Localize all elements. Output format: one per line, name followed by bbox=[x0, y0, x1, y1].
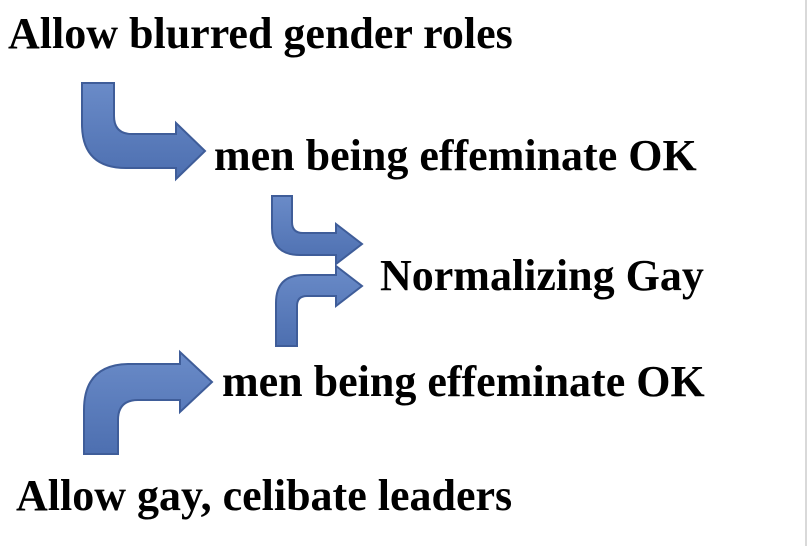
bent-arrow-up-right-4 bbox=[83, 349, 214, 455]
bottom-label: Allow gay, celibate leaders bbox=[16, 471, 513, 520]
bent-arrow-down-right-2 bbox=[271, 195, 364, 267]
bent-arrow-down-right-1 bbox=[81, 82, 207, 182]
top-label: Allow blurred gender roles bbox=[8, 9, 513, 58]
mid-bottom-label: men being effeminate OK bbox=[222, 357, 705, 406]
bent-arrow-up-right-3 bbox=[275, 263, 364, 347]
mid-top-label: men being effeminate OK bbox=[214, 131, 697, 180]
center-label: Normalizing Gay bbox=[380, 251, 704, 300]
